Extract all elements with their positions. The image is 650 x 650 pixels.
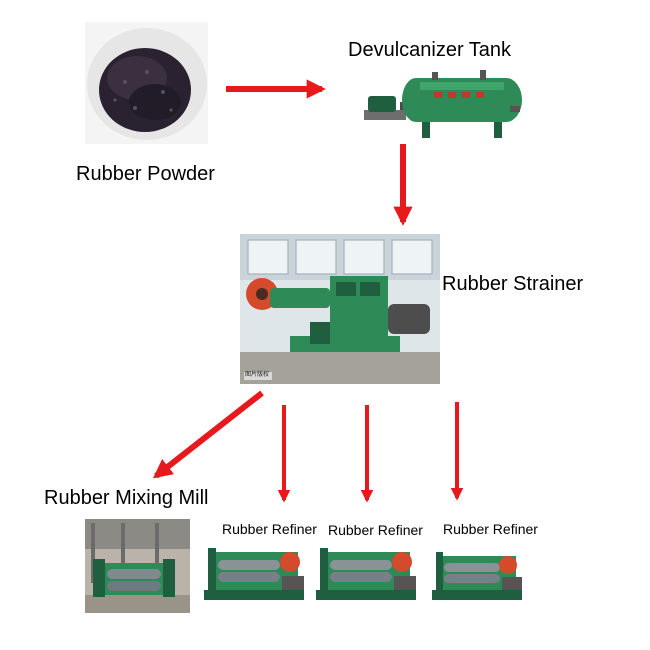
rubber-powder-label: Rubber Powder	[76, 163, 215, 185]
rubber-refiner-photo-3	[432, 546, 526, 604]
devulcanizer-tank-photo	[360, 66, 530, 142]
rubber-refiner-photo-2	[316, 542, 422, 604]
rubber-strainer-label: Rubber Strainer	[442, 273, 584, 295]
rubber-refiner-label-2: Rubber Refiner	[328, 522, 423, 538]
arrow-strainer-to-mill	[152, 390, 264, 479]
rubber-strainer-caption: 图片版权	[245, 372, 270, 378]
devulcanizer-tank-label: Devulcanizer Tank	[348, 39, 512, 61]
rubber-refiner-label-1: Rubber Refiner	[222, 521, 317, 537]
rubber-mixing-mill-photo	[85, 519, 190, 613]
rubber-powder-photo	[85, 22, 208, 144]
rubber-refiner-photo-1	[204, 542, 310, 604]
rubber-refiner-label-3: Rubber Refiner	[443, 521, 538, 537]
rubber-strainer-photo	[240, 234, 440, 384]
rubber-mixing-mill-label: Rubber Mixing Mill	[44, 487, 209, 509]
